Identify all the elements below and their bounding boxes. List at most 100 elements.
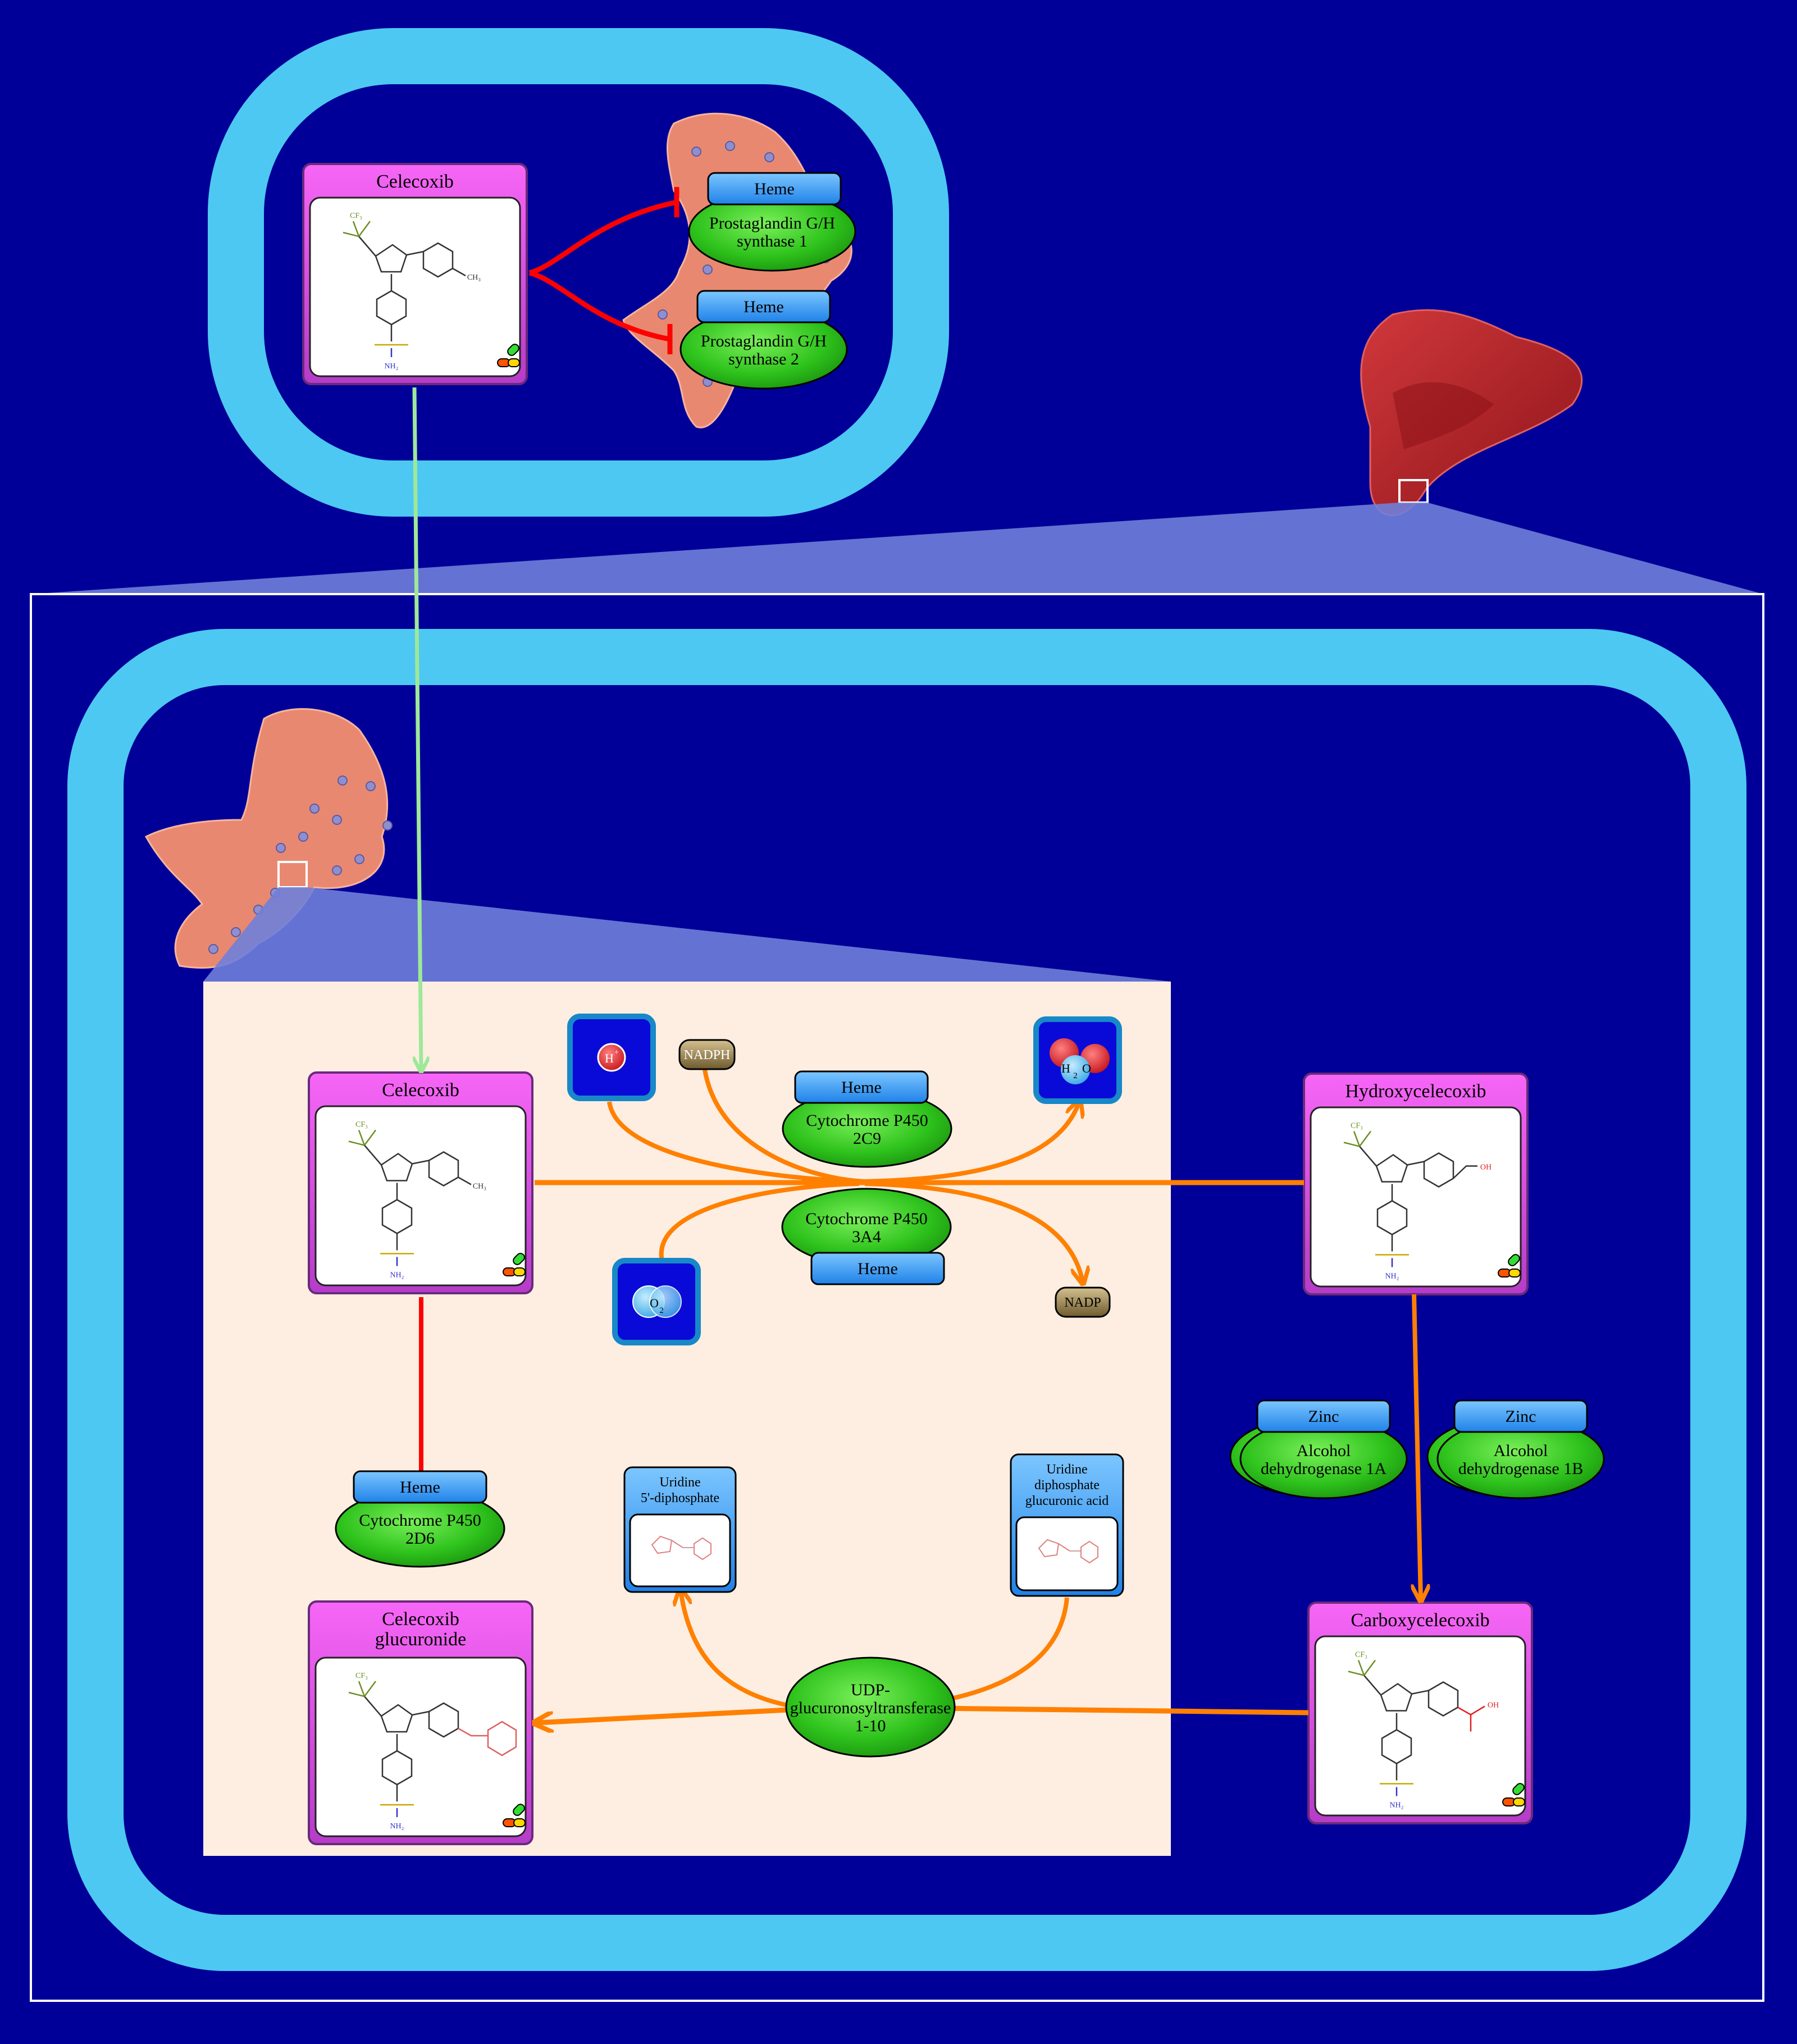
ribosome-dot bbox=[764, 152, 774, 162]
drug-box-celecoxib-structure-panel bbox=[314, 1105, 527, 1286]
drug-box-celecoxib-pill-icon-yellow bbox=[513, 1267, 526, 1276]
small-molecule-oxygen[interactable]: O2 bbox=[612, 1258, 701, 1345]
enzyme-cyp3a4-cofactor-label: Heme bbox=[858, 1260, 898, 1278]
transport-arrow-celecoxib bbox=[412, 387, 421, 1070]
enzyme-adh1b-label: Alcohol bbox=[1494, 1441, 1548, 1460]
enzyme-adh1a-label: Alcohol bbox=[1297, 1441, 1351, 1460]
drug-box-celecoxib-glucuronide-nh2-label: NH₂ bbox=[390, 1822, 404, 1831]
drug-box-celecoxib-nh2-label: NH₂ bbox=[390, 1271, 404, 1280]
enzyme-cyp2d6-cofactor-badge bbox=[353, 1470, 487, 1504]
drug-box-hydroxycelecoxib-oh-label: OH bbox=[1480, 1164, 1492, 1172]
water-o-label: O bbox=[1082, 1061, 1091, 1075]
enzyme-cyp2c9-label: 2C9 bbox=[853, 1129, 881, 1148]
oxygen-sub-label: 2 bbox=[659, 1306, 664, 1315]
hplus-superscript: + bbox=[614, 1048, 619, 1057]
enzyme-ptgs1-cofactor-badge bbox=[707, 172, 842, 206]
er-zoom-cone bbox=[203, 887, 1171, 982]
small-molecule-nadph[interactable]: NADPH bbox=[678, 1039, 736, 1070]
cofactor-udp-label: 5'-diphosphate bbox=[641, 1491, 719, 1505]
enzyme-adh1a-label: dehydrogenase 1A bbox=[1261, 1459, 1386, 1478]
reaction-edge-hplus bbox=[607, 1101, 860, 1184]
enzyme-cyp2c9-label: Cytochrome P450 bbox=[806, 1111, 928, 1130]
nadp-pill[interactable] bbox=[1055, 1286, 1111, 1318]
drug-box-celecoxib-methyl-bond bbox=[458, 1176, 472, 1185]
enzyme-cyp3a4-label: Cytochrome P450 bbox=[805, 1210, 928, 1228]
enzyme-ptgs1-label: synthase 1 bbox=[737, 232, 808, 250]
drug-box-celecoxib-cf3-label: CF₃ bbox=[355, 1121, 368, 1129]
drug-box-hydroxycelecoxib-pill-icon-green bbox=[1508, 1254, 1520, 1266]
drug-box-celecoxib-pill-icon-green bbox=[513, 1253, 525, 1265]
enzyme-adh1b-cofactor-badge bbox=[1453, 1399, 1588, 1433]
enzyme-adh1a-cofactor-label: Zinc bbox=[1308, 1407, 1339, 1426]
enzyme-ptgs2-cofactor-label: Heme bbox=[744, 298, 784, 316]
ribosome-dot bbox=[276, 843, 286, 853]
liver-lobe bbox=[1393, 382, 1494, 449]
enzyme-adh1a-cofactor-badge bbox=[1256, 1399, 1391, 1433]
drug-box-celecoxib-glucuronide-sugar-ring bbox=[487, 1721, 517, 1756]
hplus-atom-icon bbox=[597, 1043, 626, 1072]
drug-box-celecoxib-glucuronide-label: Celecoxib bbox=[382, 1609, 459, 1630]
enzyme-adh1b-cofactor-label: Zinc bbox=[1506, 1407, 1536, 1426]
oxygen-label: O bbox=[650, 1296, 659, 1310]
liver-zoom-cone bbox=[31, 503, 1763, 594]
drug-box-celecoxib-top-structure-panel bbox=[309, 197, 521, 377]
hplus-label: H bbox=[605, 1051, 614, 1065]
enzyme-cyp2d6-label: Cytochrome P450 bbox=[359, 1511, 481, 1530]
enzyme-ptgs2-cofactor-badge bbox=[696, 290, 831, 323]
ribosome-dot bbox=[332, 865, 342, 875]
drug-box-carboxycelecoxib-nh2-label: NH₂ bbox=[1389, 1801, 1403, 1810]
cofactor-udpga-label: diphosphate bbox=[1034, 1478, 1100, 1493]
drug-box-celecoxib-glucuronide-pill-icon-green bbox=[513, 1804, 525, 1816]
drug-box-hydroxycelecoxib-pill-icon-yellow bbox=[1508, 1269, 1521, 1278]
nadph-label: NADPH bbox=[684, 1048, 731, 1062]
small-molecule-water[interactable]: H2O bbox=[1033, 1016, 1122, 1104]
enzyme-ugt-ellipse[interactable] bbox=[785, 1657, 956, 1758]
ribosome-dot bbox=[703, 264, 713, 275]
reaction-edge-nadp bbox=[864, 1181, 1083, 1282]
enzyme-cyp3a4-cofactor-badge bbox=[810, 1252, 945, 1285]
drug-box-carboxycelecoxib-pill-icon-green bbox=[1512, 1783, 1525, 1795]
nadp-label: NADP bbox=[1064, 1295, 1101, 1310]
drug-box-hydroxycelecoxib-nh2-label: NH₂ bbox=[1385, 1272, 1399, 1281]
small-molecule-nadp[interactable]: NADP bbox=[1055, 1286, 1111, 1318]
drug-box-celecoxib-top-nh2-label: NH₂ bbox=[384, 362, 398, 371]
ribosome-dot bbox=[366, 781, 376, 791]
enzyme-cyp3a4-label: 3A4 bbox=[852, 1228, 881, 1246]
enzyme-cyp2c9-cofactor-badge bbox=[794, 1070, 929, 1104]
drug-box-celecoxib-top-pill-icon-yellow bbox=[508, 358, 520, 367]
nadph-pill[interactable] bbox=[678, 1039, 736, 1070]
cofactor-udp-label: Uridine bbox=[659, 1475, 700, 1490]
reaction-edge-water bbox=[864, 1102, 1079, 1184]
small-molecule-hplus[interactable]: H+ bbox=[567, 1014, 656, 1101]
hepatocyte-zoom-frame bbox=[30, 593, 1764, 2002]
drug-box-carboxycelecoxib-oh-label: OH bbox=[1488, 1701, 1499, 1710]
upper-cell-membrane bbox=[208, 28, 949, 517]
drug-box-celecoxib-top-cf3-label: CF₃ bbox=[350, 212, 362, 220]
enzyme-ugt-label: glucuronosyltransferase bbox=[790, 1699, 951, 1717]
ribosome-dot bbox=[337, 775, 348, 786]
enzyme-ugt-label: UDP- bbox=[851, 1681, 890, 1699]
enzyme-ptgs2-label: synthase 2 bbox=[728, 350, 799, 368]
drug-box-carboxycelecoxib-pill-icon-yellow bbox=[1513, 1797, 1525, 1806]
enzyme-adh1b-label: dehydrogenase 1B bbox=[1458, 1459, 1583, 1478]
enzyme-ptgs1-cofactor-label: Heme bbox=[754, 180, 795, 198]
water-hydrogen-atom-icon bbox=[1061, 1055, 1090, 1084]
cofactor-udpga-label: Uridine bbox=[1046, 1462, 1087, 1477]
drug-box-celecoxib-glucuronide-ester-bond bbox=[458, 1727, 488, 1737]
